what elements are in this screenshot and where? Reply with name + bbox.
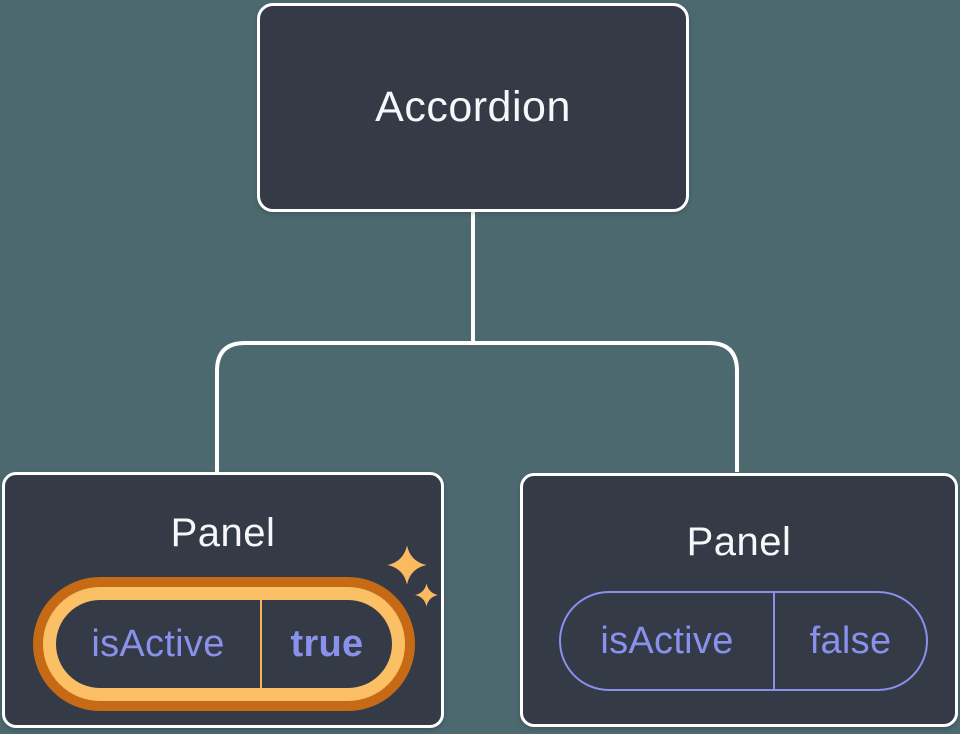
pill-divider (260, 600, 262, 688)
panel-label: Panel (686, 520, 792, 564)
panel-node-active: Panel isActive true (2, 472, 444, 728)
pill-divider (773, 593, 775, 689)
sparkle-small-icon (415, 583, 438, 607)
prop-pill-inactive: isActive false (559, 591, 928, 691)
connector-branch (215, 341, 739, 472)
prop-name-label: isActive (91, 622, 225, 665)
accordion-label: Accordion (375, 83, 571, 131)
panel-label: Panel (170, 511, 276, 555)
prop-pill-active-inner-ring: isActive true (43, 587, 405, 701)
prop-pill-active-body: isActive true (56, 600, 392, 688)
accordion-node: Accordion (257, 3, 689, 212)
sparkle-large-icon (387, 545, 427, 585)
panel-node-inactive: Panel isActive false (520, 473, 958, 727)
prop-value-label: false (809, 619, 892, 662)
prop-name-label: isActive (600, 619, 734, 662)
prop-pill-active: isActive true (33, 577, 415, 711)
sparkles-decoration (387, 545, 438, 607)
prop-value-label: true (290, 622, 364, 665)
